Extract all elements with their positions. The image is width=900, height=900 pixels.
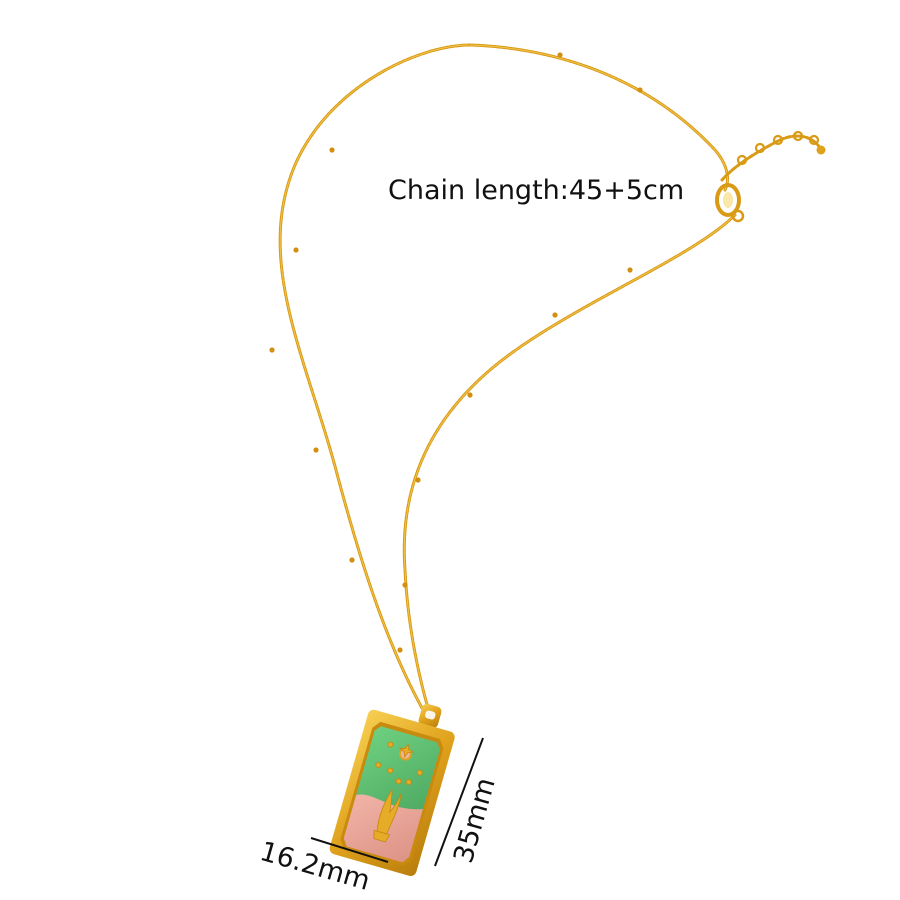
extender-links (736, 130, 820, 166)
chain-left-strand (278, 43, 472, 710)
chain-beads (269, 52, 643, 653)
chain-right-strand (402, 213, 737, 710)
hand-holding-stars-icon (373, 741, 423, 843)
extender-chain (720, 134, 822, 182)
pendant (329, 709, 455, 876)
height-dimension-line (434, 737, 484, 867)
pendant-bail (418, 703, 442, 729)
chain-length-label: Chain length:45+5cm (388, 175, 685, 206)
extender-end-drop (816, 145, 826, 155)
chain-top-strand (468, 43, 729, 192)
enamel-green-top (356, 726, 441, 814)
width-dimension-line (310, 837, 389, 863)
lobster-clasp (715, 183, 745, 223)
